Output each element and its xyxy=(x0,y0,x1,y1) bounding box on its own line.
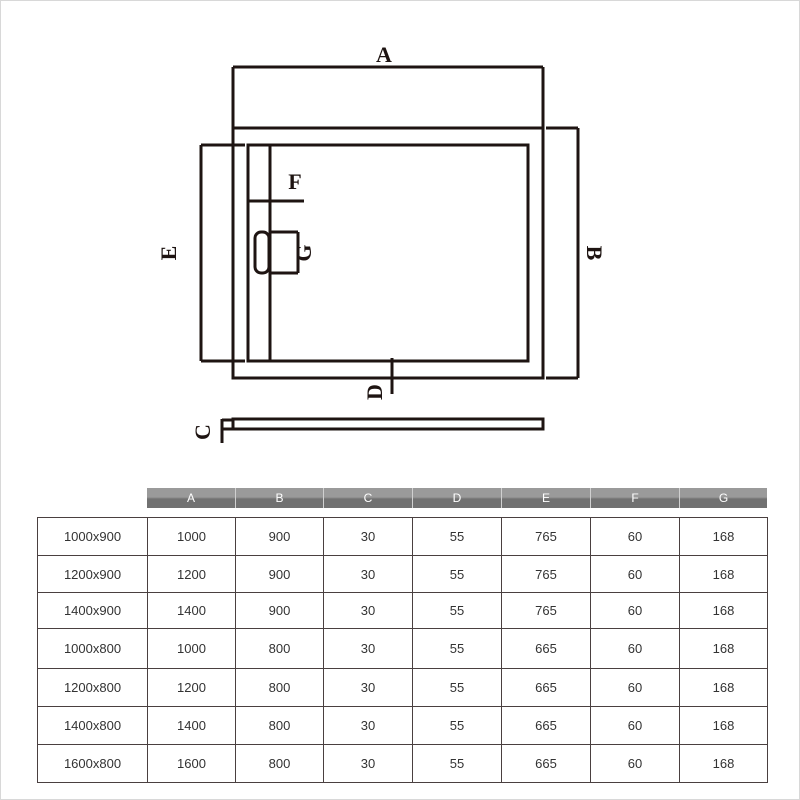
size-cell: 1200x900 xyxy=(37,555,148,593)
cell-d: 55 xyxy=(412,668,502,707)
label-a: A xyxy=(376,42,392,67)
cell-g: 168 xyxy=(679,668,768,707)
cell-g: 168 xyxy=(679,628,768,669)
label-b: B xyxy=(582,246,607,261)
cell-a: 1000 xyxy=(147,628,236,669)
column-header-a: A xyxy=(147,488,235,508)
label-g: G xyxy=(291,244,316,261)
cell-e: 665 xyxy=(501,628,591,669)
tray-side-profile xyxy=(231,417,545,431)
cell-b: 900 xyxy=(235,517,324,556)
cell-a: 1400 xyxy=(147,706,236,745)
table-row: 1200x900 1200 900 30 55 765 60 168 xyxy=(37,555,768,593)
cell-d: 55 xyxy=(412,592,502,629)
cell-g: 168 xyxy=(679,555,768,593)
size-cell: 1000x800 xyxy=(37,628,148,669)
column-header-f: F xyxy=(590,488,679,508)
cell-c: 30 xyxy=(323,628,413,669)
cell-d: 55 xyxy=(412,744,502,783)
cell-g: 168 xyxy=(679,744,768,783)
table-row: 1600x800 1600 800 30 55 665 60 168 xyxy=(37,744,768,783)
label-c: C xyxy=(190,424,215,440)
cell-f: 60 xyxy=(590,668,680,707)
column-header-e: E xyxy=(501,488,590,508)
dimension-a-line xyxy=(231,65,545,128)
cell-b: 800 xyxy=(235,744,324,783)
tray-outer-outline xyxy=(231,126,545,380)
table-row: 1000x900 1000 900 30 55 765 60 168 xyxy=(37,517,768,556)
column-header-d: D xyxy=(412,488,501,508)
table-row: 1400x900 1400 900 30 55 765 60 168 xyxy=(37,592,768,629)
dimension-e-line xyxy=(199,143,245,363)
size-cell: 1200x800 xyxy=(37,668,148,707)
size-cell: 1600x800 xyxy=(37,744,148,783)
cell-g: 168 xyxy=(679,592,768,629)
dimension-g-bracket xyxy=(270,230,300,275)
cell-f: 60 xyxy=(590,628,680,669)
shower-tray-technical-drawing: A F E G B D C xyxy=(156,42,607,443)
cell-g: 168 xyxy=(679,706,768,745)
size-cell: 1400x800 xyxy=(37,706,148,745)
cell-f: 60 xyxy=(590,706,680,745)
cell-e: 665 xyxy=(501,668,591,707)
cell-e: 765 xyxy=(501,592,591,629)
cell-g: 168 xyxy=(679,517,768,556)
cell-d: 55 xyxy=(412,706,502,745)
label-d: D xyxy=(362,384,387,400)
cell-c: 30 xyxy=(323,744,413,783)
cell-c: 30 xyxy=(323,706,413,745)
cell-e: 765 xyxy=(501,517,591,556)
label-e: E xyxy=(156,246,181,261)
cell-f: 60 xyxy=(590,555,680,593)
cell-a: 1200 xyxy=(147,668,236,707)
cell-e: 665 xyxy=(501,706,591,745)
cell-c: 30 xyxy=(323,668,413,707)
cell-d: 55 xyxy=(412,517,502,556)
dimensions-table: 1000x900 1000 900 30 55 765 60 168 1200x… xyxy=(37,517,768,783)
drain-icon xyxy=(253,230,271,275)
tray-inner-outline xyxy=(246,143,530,363)
cell-a: 1600 xyxy=(147,744,236,783)
cell-f: 60 xyxy=(590,592,680,629)
cell-e: 765 xyxy=(501,555,591,593)
cell-c: 30 xyxy=(323,592,413,629)
label-f: F xyxy=(288,169,301,194)
cell-d: 55 xyxy=(412,628,502,669)
column-header-b: B xyxy=(235,488,323,508)
table-row: 1000x800 1000 800 30 55 665 60 168 xyxy=(37,628,768,669)
cell-b: 800 xyxy=(235,706,324,745)
column-header-c: C xyxy=(323,488,412,508)
cell-b: 900 xyxy=(235,592,324,629)
cell-a: 1000 xyxy=(147,517,236,556)
table-row: 1200x800 1200 800 30 55 665 60 168 xyxy=(37,668,768,707)
dimension-c-line xyxy=(220,418,233,443)
size-cell: 1000x900 xyxy=(37,517,148,556)
table-row: 1400x800 1400 800 30 55 665 60 168 xyxy=(37,706,768,745)
cell-c: 30 xyxy=(323,517,413,556)
cell-d: 55 xyxy=(412,555,502,593)
cell-a: 1200 xyxy=(147,555,236,593)
cell-b: 900 xyxy=(235,555,324,593)
column-header-g: G xyxy=(679,488,767,508)
cell-b: 800 xyxy=(235,668,324,707)
size-cell: 1400x900 xyxy=(37,592,148,629)
cell-a: 1400 xyxy=(147,592,236,629)
cell-b: 800 xyxy=(235,628,324,669)
cell-e: 665 xyxy=(501,744,591,783)
dimension-b-line xyxy=(546,126,580,380)
cell-f: 60 xyxy=(590,517,680,556)
cell-f: 60 xyxy=(590,744,680,783)
cell-c: 30 xyxy=(323,555,413,593)
